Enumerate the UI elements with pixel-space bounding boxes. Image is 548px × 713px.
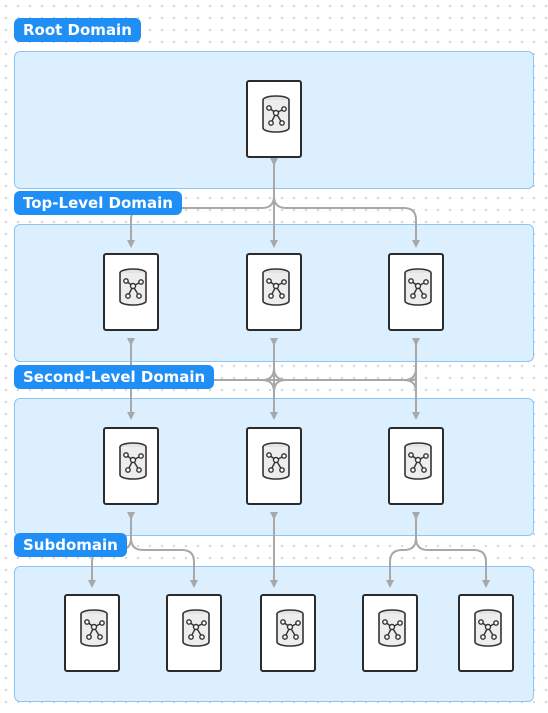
- subdomain-server-node[interactable]: [64, 594, 120, 672]
- subdomain-server-node[interactable]: [362, 594, 418, 672]
- tld-server-node[interactable]: [388, 253, 444, 331]
- sld-server-node[interactable]: [388, 427, 444, 505]
- subdomain-label: Subdomain: [14, 533, 127, 557]
- tld-server-node[interactable]: [103, 253, 159, 331]
- second-level-domain-label: Second-Level Domain: [14, 365, 215, 389]
- sld-server-node[interactable]: [246, 427, 302, 505]
- root-server-node[interactable]: [246, 80, 302, 158]
- subdomain-server-node[interactable]: [458, 594, 514, 672]
- subdomain-server-node[interactable]: [260, 594, 316, 672]
- tld-server-node[interactable]: [246, 253, 302, 331]
- sld-server-node[interactable]: [103, 427, 159, 505]
- top-level-domain-label: Top-Level Domain: [14, 191, 182, 215]
- subdomain-server-node[interactable]: [166, 594, 222, 672]
- root-domain-label: Root Domain: [14, 18, 141, 42]
